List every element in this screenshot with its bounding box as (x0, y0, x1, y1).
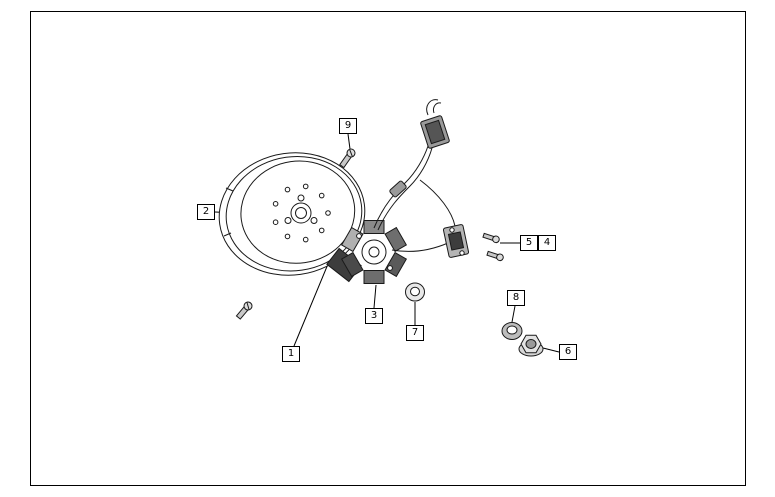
page-border (30, 11, 746, 486)
callout-8: 8 (507, 290, 525, 306)
callout-2: 2 (197, 204, 215, 220)
callout-8-label: 8 (512, 292, 520, 303)
callout-3-label: 3 (370, 310, 378, 321)
callout-3: 3 (365, 308, 383, 324)
callout-6-label: 6 (564, 346, 572, 357)
leader-line-6 (542, 347, 560, 353)
screw-small-a-icon (482, 232, 500, 244)
callout-7-label: 7 (411, 327, 419, 338)
screw-bottom-icon (235, 301, 253, 320)
callout-1-label: 1 (287, 348, 295, 359)
stator-assembly (326, 220, 408, 284)
leader-line-1 (293, 251, 334, 347)
screw-small-b-icon (486, 250, 504, 262)
callout-4-label: 4 (543, 237, 551, 248)
pickup-coil-icon (442, 224, 470, 258)
leader-line-9 (347, 133, 351, 150)
spring-washer-icon (501, 322, 523, 340)
flywheel-hub (290, 202, 312, 224)
leader-line-3 (373, 284, 377, 309)
wiring-connector-icon (420, 99, 450, 149)
grommet-icon (389, 180, 407, 198)
flange-nut-icon (518, 334, 544, 357)
washer-icon (405, 282, 425, 302)
leader-line-8 (511, 305, 516, 323)
callout-1: 1 (282, 346, 300, 362)
flywheel-rotor (218, 152, 366, 276)
callout-9: 9 (339, 118, 357, 134)
callout-5: 5 (520, 235, 538, 251)
flywheel-hole-ring (272, 183, 331, 243)
callout-2-label: 2 (202, 206, 210, 217)
callout-5-label: 5 (525, 237, 533, 248)
wiring-harness (373, 145, 456, 252)
callout-6: 6 (559, 344, 577, 360)
callout-7: 7 (406, 325, 424, 341)
screw-top-icon (339, 148, 356, 169)
callout-9-label: 9 (344, 120, 352, 131)
callout-4: 4 (538, 235, 556, 251)
